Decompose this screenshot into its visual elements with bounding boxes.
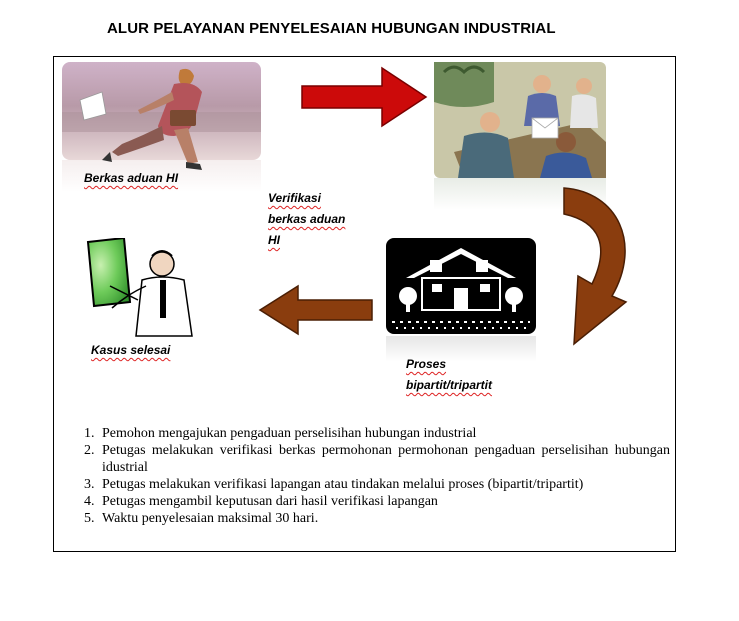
verifikasi-label-line2: berkas aduan xyxy=(268,212,346,226)
arrow-curved-down-brown xyxy=(563,187,628,346)
steps-list: Pemohon mengajukan pengaduan perselisiha… xyxy=(58,425,670,527)
verifikasi-label-line3: HI xyxy=(268,233,280,247)
step-item: Petugas mengambil keputusan dari hasil v… xyxy=(98,493,670,510)
step-item: Pemohon mengajukan pengaduan perselisiha… xyxy=(98,425,670,442)
step-item: Waktu penyelesaian maksimal 30 hari. xyxy=(98,510,670,527)
verifikasi-label-line1: Verifikasi xyxy=(268,191,321,205)
step-item: Petugas melakukan verifikasi berkas perm… xyxy=(98,442,670,476)
diagram-frame xyxy=(53,56,676,552)
page-title: ALUR PELAYANAN PENYELESAIAN HUBUNGAN IND… xyxy=(107,20,556,37)
office-meeting-clipart xyxy=(434,62,606,210)
house-icon xyxy=(386,238,536,362)
selesai-label: Kasus selesai xyxy=(91,343,171,357)
berkas-label: Berkas aduan HI xyxy=(84,171,179,185)
walking-woman-clipart xyxy=(62,62,261,192)
step-item: Petugas melakukan verifikasi lapangan at… xyxy=(98,476,670,493)
arrow-left-brown xyxy=(258,284,373,336)
proses-label-line1: Proses xyxy=(406,357,447,371)
presenter-board-clipart xyxy=(86,238,193,337)
proses-label-line2: bipartit/tripartit xyxy=(406,378,492,392)
arrow-right-red xyxy=(301,66,428,128)
